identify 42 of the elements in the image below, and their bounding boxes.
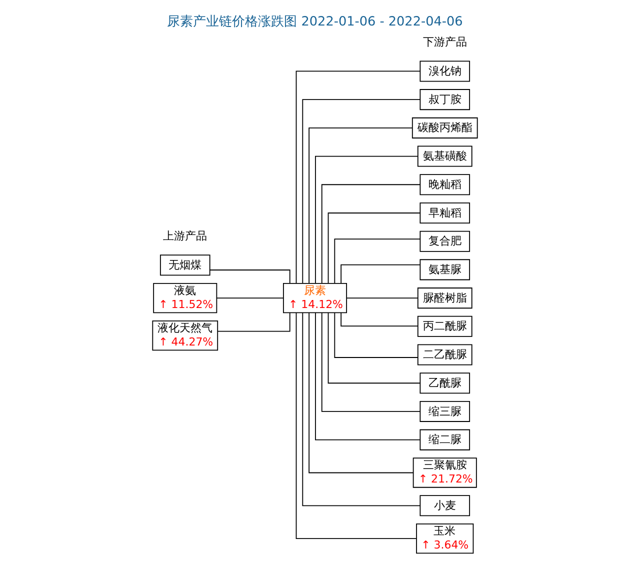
diagram-title: 尿素产业链价格涨跌图 2022-01-06 - 2022-04-06: [167, 14, 463, 30]
node-box: 尿素 ↑ 14.12%: [282, 282, 348, 314]
node-box: 晚籼稻: [420, 174, 470, 196]
node-box: 叔丁胺: [420, 89, 470, 110]
connector: [340, 312, 418, 327]
connector: [296, 70, 420, 284]
connector: [315, 312, 420, 440]
node-box: 复合肥: [420, 230, 470, 252]
node-box: 缩二脲: [420, 429, 470, 450]
node-box: 乙酰脲: [420, 372, 470, 394]
connector: [321, 184, 420, 284]
connector: [308, 312, 414, 474]
connector: [340, 264, 420, 284]
node-box: 碳酸丙烯酯: [412, 117, 478, 138]
node-box: 丙二酰脲: [417, 316, 472, 337]
connector: [302, 312, 421, 506]
node-box: 液化天然气 ↑ 44.27%: [152, 320, 218, 351]
connector: [302, 99, 421, 284]
node-box: 二乙酰脲: [417, 344, 472, 366]
node-box: 溴化钠: [420, 60, 470, 82]
connector: [217, 312, 290, 332]
node-box: 缩三脲: [420, 400, 470, 422]
connector: [334, 238, 421, 284]
node-box: 玉米 ↑ 3.64%: [416, 524, 474, 554]
node-box: 液氨 ↑ 11.52%: [153, 282, 218, 314]
node-box: 早籼稻: [420, 202, 470, 224]
connector: [321, 312, 420, 412]
connector: [328, 212, 421, 284]
node-box: 氨基脲: [420, 259, 470, 280]
connector: [315, 156, 418, 284]
label: 上游产品: [163, 230, 208, 243]
node-box: 氨基磺酸: [417, 146, 472, 167]
node-box: 无烟煤: [160, 254, 210, 276]
node-box: 小麦: [420, 495, 470, 516]
node-box: 三聚氰胺 ↑ 21.72%: [412, 458, 477, 488]
node-box: 脲醛树脂: [417, 288, 472, 309]
label: 下游产品: [422, 36, 467, 49]
connector: [296, 312, 417, 540]
connector: [308, 127, 413, 284]
connector: [334, 312, 418, 358]
connector: [209, 270, 290, 284]
connector: [328, 312, 421, 384]
